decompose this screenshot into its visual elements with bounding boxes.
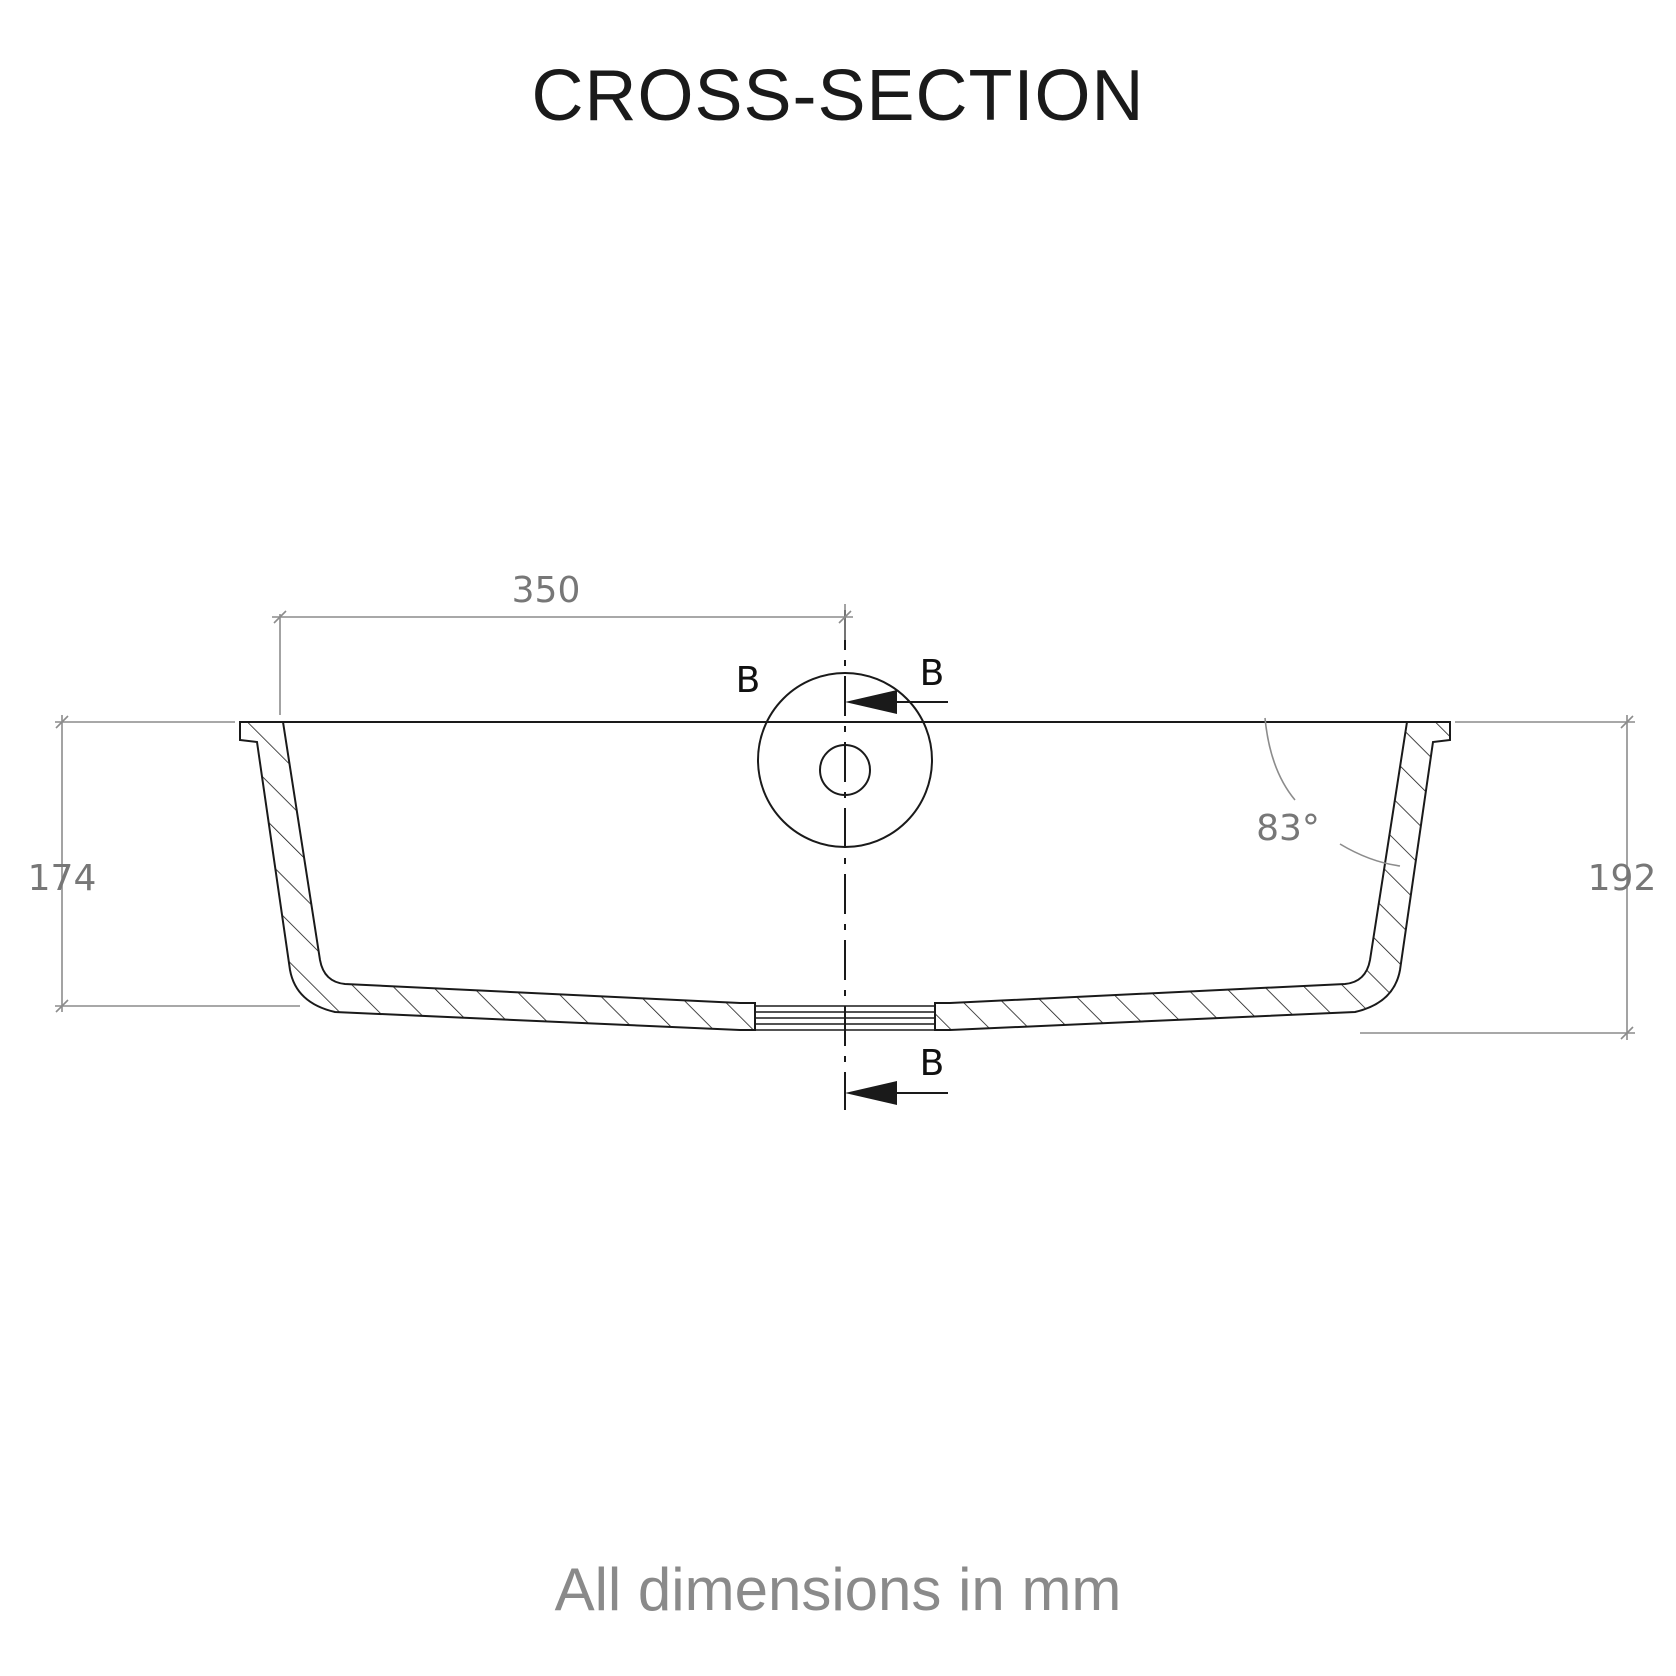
drawing-title: CROSS-SECTION	[531, 56, 1145, 136]
dimension-width-label: 350	[512, 570, 581, 611]
units-note: All dimensions in mm	[554, 1556, 1122, 1623]
section-arrow-bottom	[845, 1081, 948, 1105]
dimension-height-inner	[55, 715, 300, 1013]
section-marker-top: B	[920, 653, 945, 694]
dimension-height-inner-label: 174	[28, 858, 97, 899]
dimension-height-outer	[1360, 715, 1635, 1040]
angle-label: 83°	[1256, 808, 1320, 849]
sink-wall-section-right	[934, 721, 1451, 1031]
section-marker-bottom: B	[920, 1043, 945, 1084]
dimension-height-outer-label: 192	[1588, 858, 1657, 899]
angle-arc-upper	[1264, 717, 1296, 801]
dimension-width	[272, 604, 853, 715]
section-marker-left: B	[736, 660, 761, 701]
section-arrow-top	[845, 690, 948, 714]
angle-arc-lower	[1339, 843, 1401, 867]
sink-wall-section	[239, 721, 756, 1031]
